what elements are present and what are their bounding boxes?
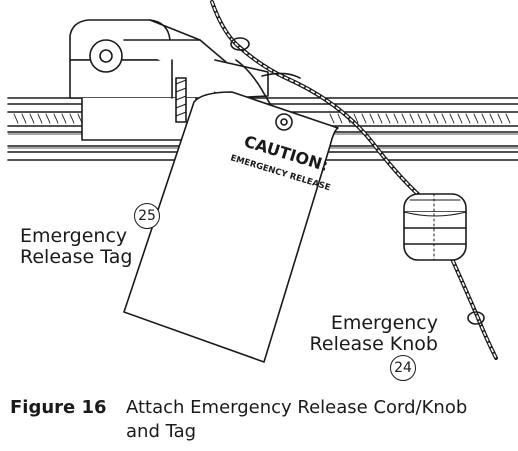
trolley-bracket xyxy=(69,19,269,141)
release-knob-label: Emergency Release Knob xyxy=(309,312,438,355)
figure-caption: Figure 16 Attach Emergency Release Cord/… xyxy=(10,396,510,442)
release-tag-label: Emergency Release Tag xyxy=(20,225,133,268)
release-knob xyxy=(403,193,467,261)
figure-number: Figure 16 xyxy=(10,397,107,418)
emergency-release-illustration: CAUTION: EMERGENCY RELEASE xyxy=(7,0,518,363)
release-knob-callout: 24 xyxy=(390,355,416,381)
release-tag xyxy=(123,91,339,363)
figure-caption-text: Attach Emergency Release Cord/Knob and T… xyxy=(126,397,468,442)
release-tag-callout: 25 xyxy=(134,203,160,229)
